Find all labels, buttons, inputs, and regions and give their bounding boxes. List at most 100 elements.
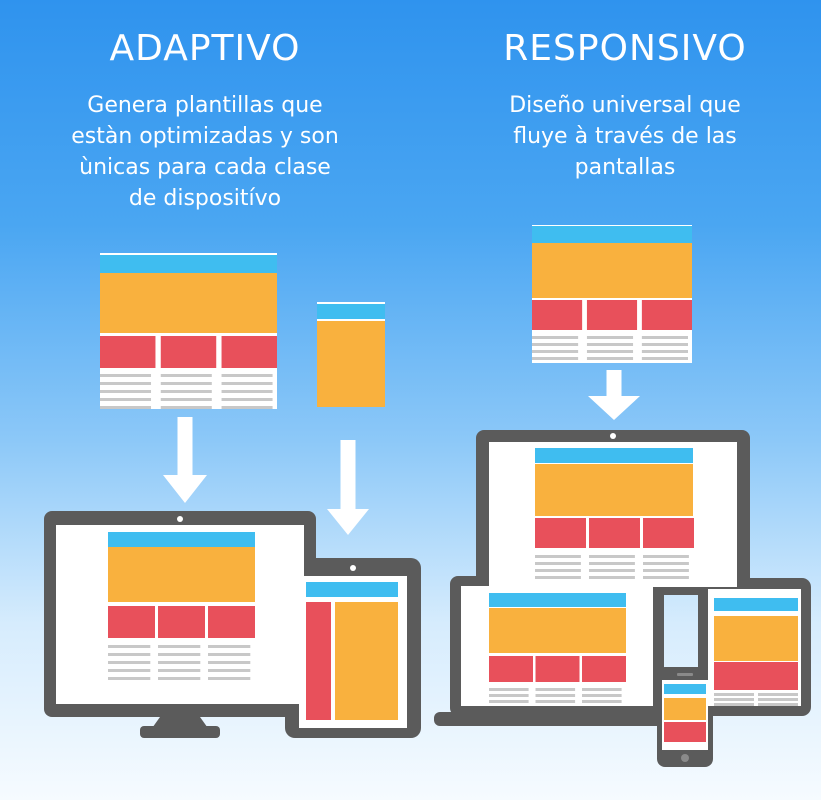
layout-header: [714, 598, 798, 611]
text-line: [221, 406, 273, 409]
layout-block: [306, 602, 331, 720]
text-line: [582, 688, 622, 691]
camera-icon: [177, 516, 183, 522]
text-line: [641, 343, 688, 346]
text-line: [532, 343, 579, 346]
laptop-base: [434, 712, 684, 726]
tablet-screen: [299, 576, 407, 728]
adaptive-title: ADAPTIVO: [109, 28, 301, 69]
text-line: [160, 374, 212, 377]
camera-icon: [610, 433, 616, 439]
layout-header: [306, 582, 398, 597]
text-line: [489, 688, 529, 691]
tablet-screen: [708, 589, 801, 706]
layout-block: [641, 300, 692, 330]
layout-block: [489, 656, 533, 682]
layout-block: [582, 656, 626, 682]
text-line: [489, 700, 529, 703]
responsive-description-line: fluye à través de las: [513, 124, 737, 149]
text-line: [586, 350, 634, 353]
layout-block: [589, 518, 640, 548]
text-line: [108, 653, 151, 656]
laptop-screen: [461, 586, 653, 706]
text-line: [221, 374, 273, 377]
text-line: [758, 693, 798, 696]
text-line: [108, 645, 151, 648]
layout-hero: [532, 243, 692, 298]
text-line: [100, 382, 152, 385]
text-line: [100, 406, 152, 409]
text-line: [160, 406, 212, 409]
text-line: [208, 661, 251, 664]
text-line: [535, 576, 581, 579]
layout-header: [317, 304, 385, 319]
text-line: [589, 569, 635, 572]
text-line: [714, 703, 754, 706]
text-line: [108, 677, 151, 680]
text-line: [586, 357, 634, 360]
layout-block: [221, 336, 277, 368]
adaptive-description-line: estàn optimizadas y son: [71, 124, 339, 149]
text-line: [100, 374, 152, 377]
text-line: [643, 562, 689, 565]
adaptive-description-line: de dispositívo: [128, 186, 282, 211]
layout-hero: [489, 608, 626, 653]
text-line: [158, 653, 201, 656]
layout-hero: [664, 698, 706, 720]
text-line: [589, 576, 635, 579]
text-line: [208, 677, 251, 680]
layout-block: [158, 606, 205, 638]
text-line: [643, 576, 689, 579]
monitor-base: [140, 726, 220, 738]
text-line: [586, 336, 634, 339]
text-line: [641, 357, 688, 360]
text-line: [160, 382, 212, 385]
text-line: [582, 700, 622, 703]
layout-hero: [335, 602, 398, 720]
adaptive-description-line: ùnicas para cada clase: [79, 155, 331, 180]
layout-header: [489, 593, 626, 607]
layout-block: [532, 300, 583, 330]
text-line: [532, 357, 579, 360]
text-line: [100, 398, 152, 401]
text-line: [160, 390, 212, 393]
text-line: [532, 350, 579, 353]
text-line: [535, 569, 581, 572]
down-arrow-icon: [163, 417, 207, 503]
text-line: [535, 562, 581, 565]
layout-header: [664, 684, 706, 694]
text-line: [586, 343, 634, 346]
text-line: [221, 390, 273, 393]
down-arrow-icon: [327, 440, 369, 535]
text-line: [108, 661, 151, 664]
text-line: [714, 698, 754, 701]
text-line: [589, 555, 635, 558]
arrows: [163, 370, 640, 535]
text-line: [532, 336, 579, 339]
layout-block: [664, 722, 706, 742]
layout-header: [532, 226, 692, 243]
text-line: [489, 694, 529, 697]
tablet-wireframe: [317, 302, 385, 407]
monitor-screen: [56, 525, 304, 704]
layout-hero: [317, 321, 385, 407]
layout-block: [208, 606, 255, 638]
home-button-icon: [681, 754, 689, 762]
text-line: [714, 693, 754, 696]
text-line: [158, 677, 201, 680]
responsive-title: RESPONSIVO: [503, 28, 747, 69]
text-line: [758, 698, 798, 701]
text-line: [758, 703, 798, 706]
responsive-wireframe: [532, 225, 692, 363]
text-line: [208, 645, 251, 648]
layout-hero: [714, 616, 798, 661]
phone-screen: [662, 680, 708, 750]
layout-block: [535, 656, 580, 682]
text-line: [589, 562, 635, 565]
layout-block: [714, 662, 798, 690]
text-line: [535, 694, 576, 697]
text-line: [641, 336, 688, 339]
monitor-screen: [489, 442, 737, 587]
text-line: [221, 382, 273, 385]
layout-block: [535, 518, 586, 548]
